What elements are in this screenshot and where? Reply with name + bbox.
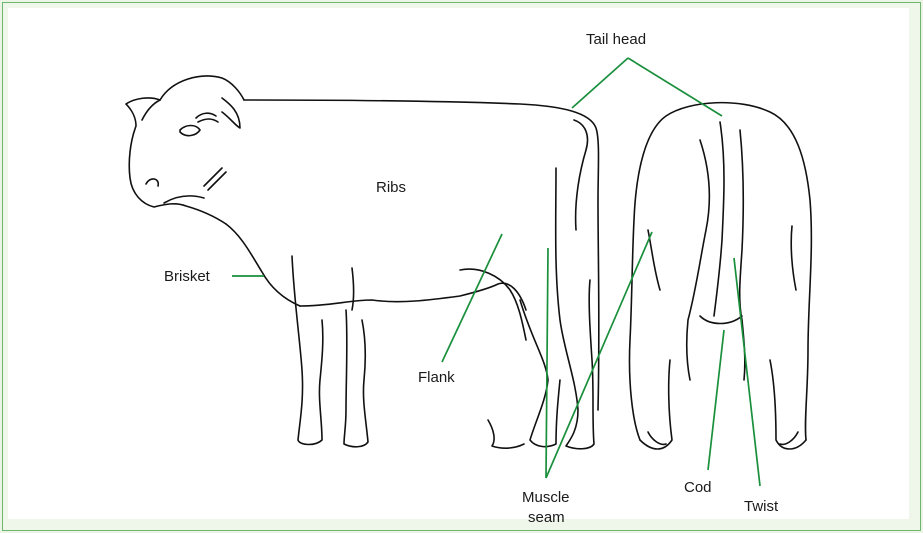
calf-belly [300,283,526,310]
calf-hind-leg-front [520,300,560,447]
calf-rump-inner [574,120,588,230]
calf-hind-leg-back [556,168,594,449]
calf-front-leg-inner [352,268,354,310]
calf-ear-left [142,100,160,120]
calf-front-leg-left [292,256,323,445]
leader-tail-head-side [572,58,628,108]
rear-twist-left [687,140,710,380]
calf-brow [196,113,218,122]
calf-ear-right [222,98,240,128]
label-flank: Flank [418,369,455,386]
label-muscle-seam-line2: seam [528,509,565,526]
calf-side-view [126,76,599,449]
leader-cod [708,330,724,470]
calf-flank-fold [460,269,526,340]
calf-nostril [146,179,158,186]
rear-hoof-left [648,432,666,444]
label-tail-head: Tail head [586,31,646,48]
calf-neck-brisket [226,224,300,306]
calf-hock [488,420,524,448]
rear-body-outline [629,103,811,440]
rear-cod [700,316,742,324]
leader-lines [232,58,760,486]
rear-right-leg-inner [770,360,806,449]
part-labels: Tail head Ribs Brisket Flank Muscle seam… [164,31,779,526]
calf-rear-view [629,103,811,449]
label-cod: Cod [684,479,712,496]
leader-tail-head-rear [628,58,722,116]
label-ribs: Ribs [376,179,406,196]
label-brisket: Brisket [164,268,211,285]
label-twist: Twist [744,498,779,515]
rear-hoof-right [780,432,798,444]
leader-muscle-seam-a [546,248,548,478]
label-muscle-seam-line1: Muscle [522,489,570,506]
calf-forehead [160,76,244,100]
calf-back-line [244,100,599,410]
calf-front-leg-right [344,310,368,447]
rear-tail [714,122,724,316]
leader-flank [442,234,502,362]
calf-eye [180,126,200,136]
calf-head-outline [126,98,226,224]
rear-left-leg-inner [640,360,672,449]
rear-thigh-right [791,226,796,290]
calf-jaw [164,196,204,203]
leader-twist [734,258,760,486]
calf-cheek-lines [204,168,226,190]
